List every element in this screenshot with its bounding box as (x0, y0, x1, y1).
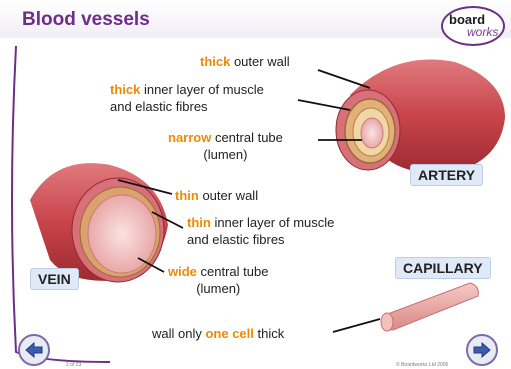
vein-outer-wall-label: thin outer wall (175, 187, 258, 204)
capillary-wall-before: wall only (152, 326, 205, 341)
artery-inner-layer-pointer (298, 100, 350, 110)
vein-inner-layer-label: thin inner layer of muscle and elastic f… (187, 214, 334, 248)
vein-illustration (30, 163, 168, 282)
vein-outer-wall-text: outer wall (199, 188, 258, 203)
capillary-wall-label: wall only one cell thick (152, 325, 284, 342)
right-arrow-icon (468, 336, 496, 364)
artery-lumen-highlight: narrow (168, 130, 211, 145)
vein-lumen-label: wide central tube (lumen) (168, 263, 268, 297)
artery-lumen-label: narrow central tube (lumen) (168, 129, 283, 163)
artery-outer-wall-pointer (318, 70, 370, 88)
back-button[interactable] (18, 334, 50, 366)
artery-outer-wall-label: thick outer wall (200, 53, 290, 70)
capillary-wall-after: thick (254, 326, 284, 341)
capillary-end (381, 313, 393, 331)
vein-lumen-line2: (lumen) (196, 281, 240, 296)
capillary-tube (384, 283, 479, 330)
artery-inner-layer-line1: inner layer of muscle (140, 82, 264, 97)
artery-lumen-line1: central tube (211, 130, 283, 145)
capillary-wall-highlight: one cell (205, 326, 253, 341)
copyright: © Boardworks Ltd 2006 (396, 362, 448, 368)
vein-tag: VEIN (30, 268, 79, 290)
artery-lumen (361, 118, 383, 148)
vein-inner-layer-line1: inner layer of muscle (211, 215, 335, 230)
artery-outer-wall-text: outer wall (230, 54, 289, 69)
artery-outer-wall-highlight: thick (200, 54, 230, 69)
artery-inner-layer-label: thick inner layer of muscle and elastic … (110, 81, 264, 115)
vein-inner-layer-line2: and elastic fibres (187, 232, 285, 247)
capillary-pointer (333, 319, 380, 332)
vein-lumen-line1: central tube (197, 264, 269, 279)
slide-number: 2 of 23 (66, 362, 81, 368)
artery-inner-layer-highlight: thick (110, 82, 140, 97)
artery-lumen-line2: (lumen) (203, 147, 247, 162)
left-arrow-icon (20, 336, 48, 364)
vein-lumen-highlight: wide (168, 264, 197, 279)
artery-tag: ARTERY (410, 164, 483, 186)
vein-inner-layer-highlight: thin (187, 215, 211, 230)
forward-button[interactable] (466, 334, 498, 366)
artery-inner-layer-line2: and elastic fibres (110, 99, 208, 114)
vein-outer-wall-highlight: thin (175, 188, 199, 203)
capillary-tag: CAPILLARY (395, 257, 491, 279)
artery-illustration (336, 59, 505, 173)
capillary-illustration (381, 283, 478, 331)
